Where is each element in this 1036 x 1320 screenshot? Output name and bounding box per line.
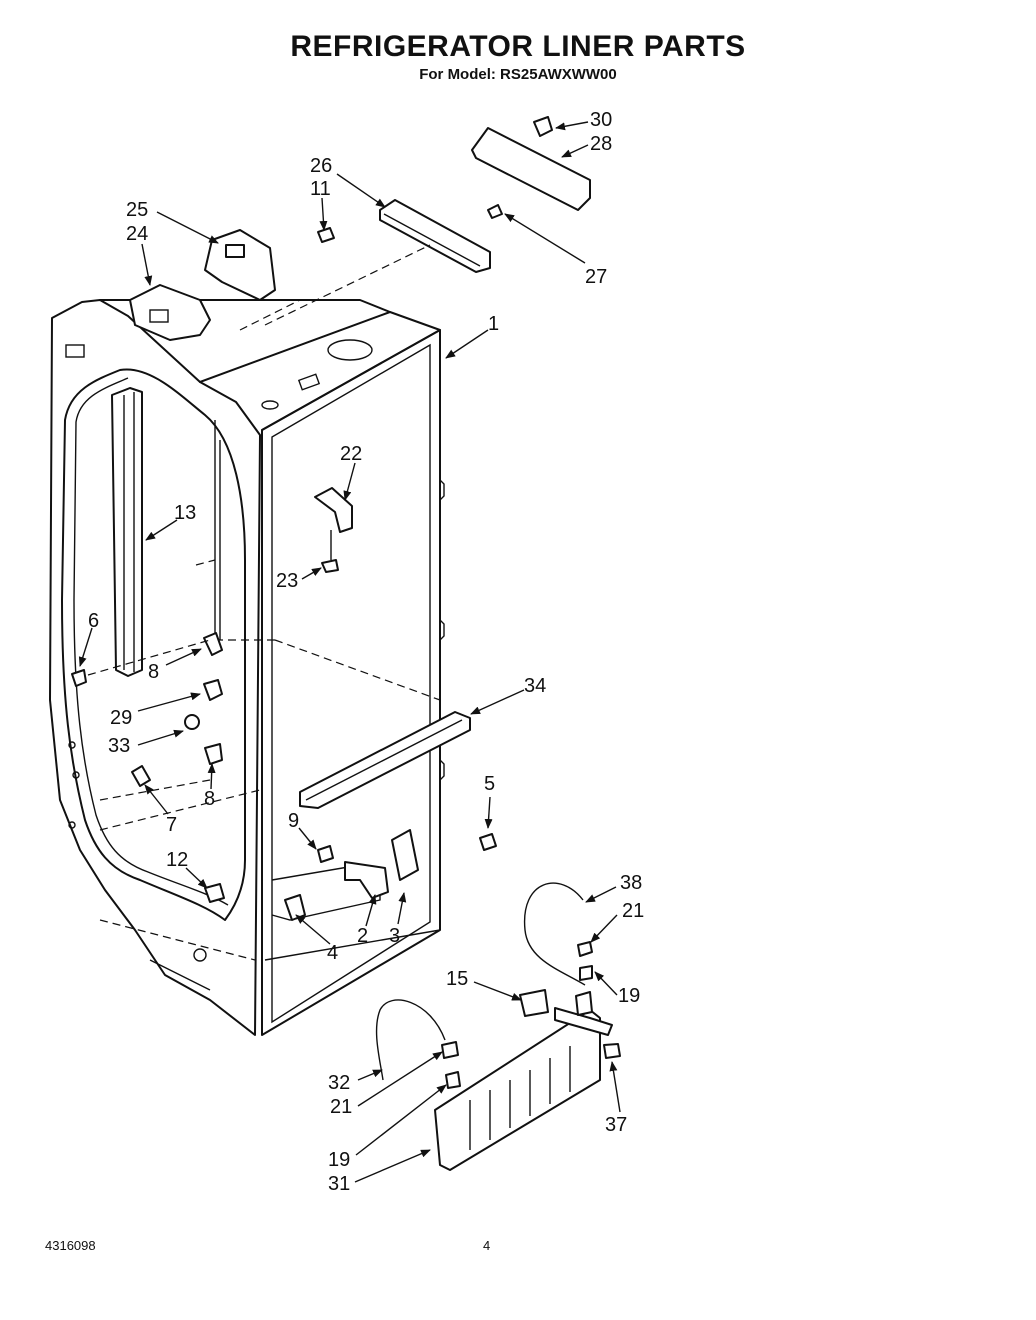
callout-37: 37	[605, 1114, 627, 1136]
callout-8-lower: 8	[204, 788, 215, 810]
callout-38: 38	[620, 872, 642, 894]
callout-5: 5	[484, 773, 495, 795]
left-sensors	[71, 632, 225, 903]
part-34-shelf-rail	[299, 711, 471, 809]
part-26-bracket	[379, 199, 491, 273]
callout-7: 7	[166, 814, 177, 836]
callout-32: 32	[328, 1072, 350, 1094]
callout-21-lower: 21	[330, 1096, 352, 1118]
callout-33: 33	[108, 735, 130, 757]
leader-lines	[78, 121, 621, 1183]
document-number: 4316098	[45, 1238, 96, 1253]
callout-labels: 30 28 26 11 25 24 27 1 22 13 23 6 8 29 3…	[88, 109, 644, 1195]
callout-31: 31	[328, 1173, 350, 1195]
callout-9: 9	[288, 810, 299, 832]
callout-25: 25	[126, 199, 148, 221]
callout-24: 24	[126, 223, 148, 245]
model-subtitle: For Model: RS25AWXWW00	[419, 66, 617, 83]
callout-1: 1	[488, 313, 499, 335]
callout-34: 34	[524, 675, 546, 697]
liner-body	[49, 299, 445, 1036]
callout-19-upper: 19	[618, 985, 640, 1007]
part-13-rail	[111, 387, 143, 677]
callout-19-lower: 19	[328, 1149, 350, 1171]
page-title: REFRIGERATOR LINER PARTS	[290, 30, 746, 63]
callout-11: 11	[310, 178, 331, 200]
callout-27: 27	[585, 266, 607, 288]
callout-21-upper: 21	[622, 900, 644, 922]
callout-29: 29	[110, 707, 132, 729]
callout-4: 4	[327, 942, 338, 964]
callout-6: 6	[88, 610, 99, 632]
callout-22: 22	[340, 443, 362, 465]
page-number: 4	[483, 1238, 491, 1253]
callout-2: 2	[357, 925, 368, 947]
callout-12: 12	[166, 849, 188, 871]
callout-30: 30	[590, 109, 612, 131]
callout-3: 3	[389, 925, 400, 947]
callout-13: 13	[174, 502, 196, 524]
callout-28: 28	[590, 133, 612, 155]
callout-8-upper: 8	[148, 661, 159, 683]
callout-15: 15	[446, 968, 468, 990]
callout-23: 23	[276, 570, 298, 592]
part-28-bracket	[471, 116, 591, 211]
part-31-tray	[434, 1007, 613, 1171]
tubes	[375, 882, 621, 1089]
part-22-bracket	[314, 487, 353, 573]
part-2-3-4-parts	[284, 829, 497, 921]
callout-26: 26	[310, 155, 332, 177]
part-24-25-parts	[129, 229, 276, 341]
